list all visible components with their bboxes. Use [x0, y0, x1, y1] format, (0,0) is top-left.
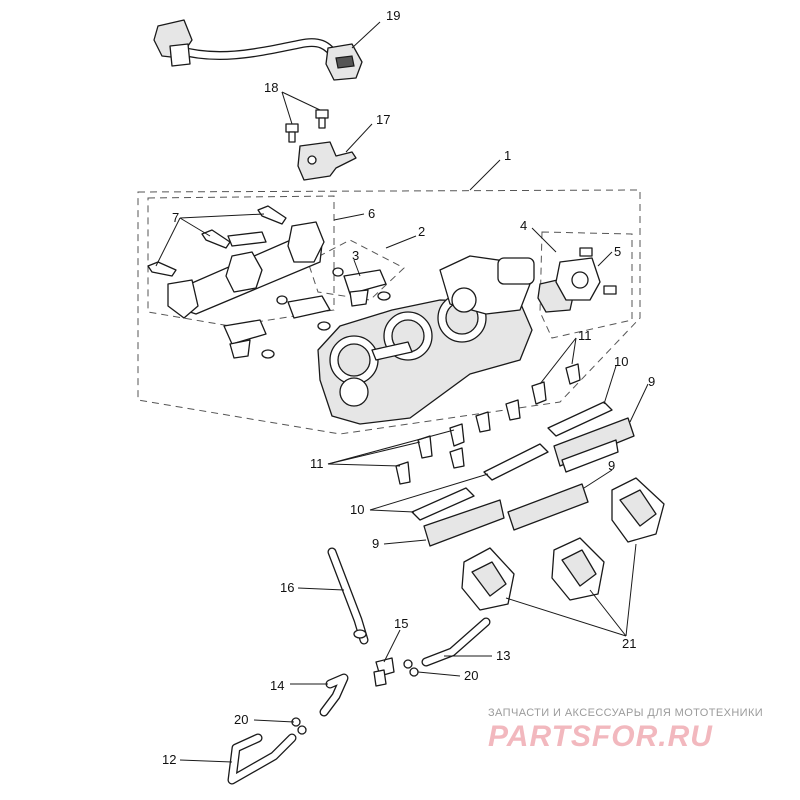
rail-screws — [147, 205, 287, 277]
callout-17: 17 — [376, 112, 390, 127]
watermark-tagline: ЗАПЧАСТИ И АКСЕССУАРЫ ДЛЯ МОТОТЕХНИКИ — [488, 707, 763, 719]
callout-10-top: 10 — [614, 354, 628, 369]
assembly-outline — [137, 189, 641, 435]
hose-12 — [227, 733, 297, 785]
callout-14: 14 — [270, 678, 284, 693]
fuel-rail — [167, 221, 325, 319]
callout-16: 16 — [280, 580, 294, 595]
callout-9-top: 9 — [648, 374, 655, 389]
hose-14 — [319, 673, 349, 717]
callout-9-right: 9 — [608, 458, 615, 473]
callout-5: 5 — [614, 244, 621, 259]
rings-10 — [411, 401, 613, 521]
intake-boots — [461, 477, 665, 611]
wiring-harness — [153, 19, 363, 81]
screws-11 — [395, 363, 581, 485]
t-connector — [373, 657, 395, 687]
callout-11-top: 11 — [578, 328, 592, 343]
callout-9-left: 9 — [372, 536, 379, 551]
leader-lines — [155, 21, 649, 763]
fuel-injectors — [223, 267, 391, 359]
callout-11-left: 11 — [310, 456, 324, 471]
callout-15: 15 — [394, 616, 408, 631]
callout-4: 4 — [520, 218, 527, 233]
bolts-18 — [285, 109, 329, 143]
callout-2: 2 — [418, 224, 425, 239]
callout-12: 12 — [162, 752, 176, 767]
callout-10-left: 10 — [350, 502, 364, 517]
callout-19: 19 — [386, 8, 400, 23]
callout-21: 21 — [622, 636, 636, 651]
callout-6: 6 — [368, 206, 375, 221]
callout-20-left: 20 — [234, 712, 248, 727]
hose-clips — [291, 659, 419, 735]
throttle-sensor — [537, 247, 617, 313]
watermark-logo: PARTSFOR.RU — [488, 720, 713, 753]
callout-1: 1 — [504, 148, 511, 163]
hose-13 — [421, 617, 491, 667]
callout-7: 7 — [172, 210, 179, 225]
callout-20-right: 20 — [464, 668, 478, 683]
throttle-body — [317, 255, 535, 425]
callout-labels: 19 18 17 1 6 7 4 2 3 5 11 10 9 11 9 10 9… — [162, 8, 655, 767]
gaskets-9 — [423, 417, 635, 547]
hose-16 — [327, 547, 369, 645]
callout-18: 18 — [264, 80, 278, 95]
bracket-17 — [297, 141, 357, 181]
watermark: ЗАПЧАСТИ И АКСЕССУАРЫ ДЛЯ МОТОТЕХНИКИ PA… — [488, 707, 763, 753]
callout-3: 3 — [352, 248, 359, 263]
callout-13: 13 — [496, 648, 510, 663]
